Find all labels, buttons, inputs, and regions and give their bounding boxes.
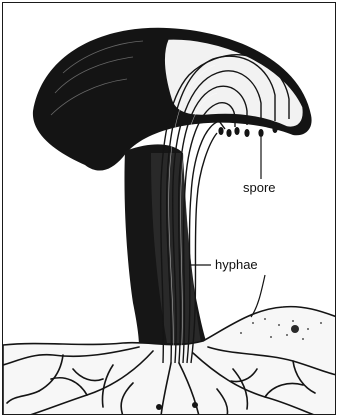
label-spore: spore bbox=[243, 180, 276, 195]
hyphae-leader-line bbox=[189, 265, 265, 317]
root-node bbox=[156, 404, 162, 410]
root-node bbox=[192, 402, 198, 408]
mushroom-diagram: spore hyphae bbox=[2, 2, 336, 415]
label-hyphae: hyphae bbox=[215, 257, 258, 272]
